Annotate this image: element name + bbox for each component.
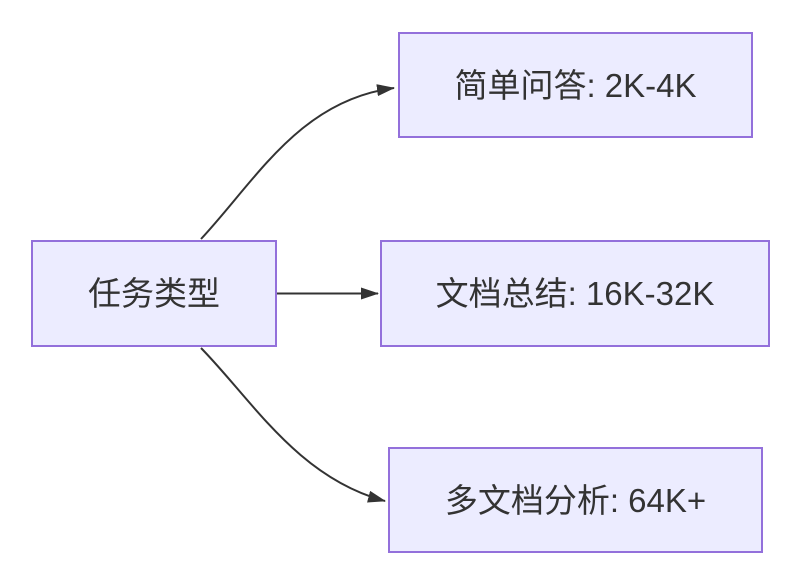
node-multi-doc: 多文档分析: 64K+: [388, 447, 763, 553]
node-doc-summary-label: 文档总结: 16K-32K: [435, 275, 715, 312]
node-task-type-label: 任务类型: [88, 275, 220, 312]
node-doc-summary: 文档总结: 16K-32K: [380, 240, 770, 347]
node-task-type: 任务类型: [31, 240, 277, 347]
edge-to-simple-qa: [200, 84, 395, 240]
edge-to-multi-doc: [200, 347, 386, 503]
node-simple-qa-label: 简单问答: 2K-4K: [454, 66, 697, 104]
node-simple-qa: 简单问答: 2K-4K: [398, 32, 753, 138]
node-multi-doc-label: 多文档分析: 64K+: [444, 481, 707, 519]
